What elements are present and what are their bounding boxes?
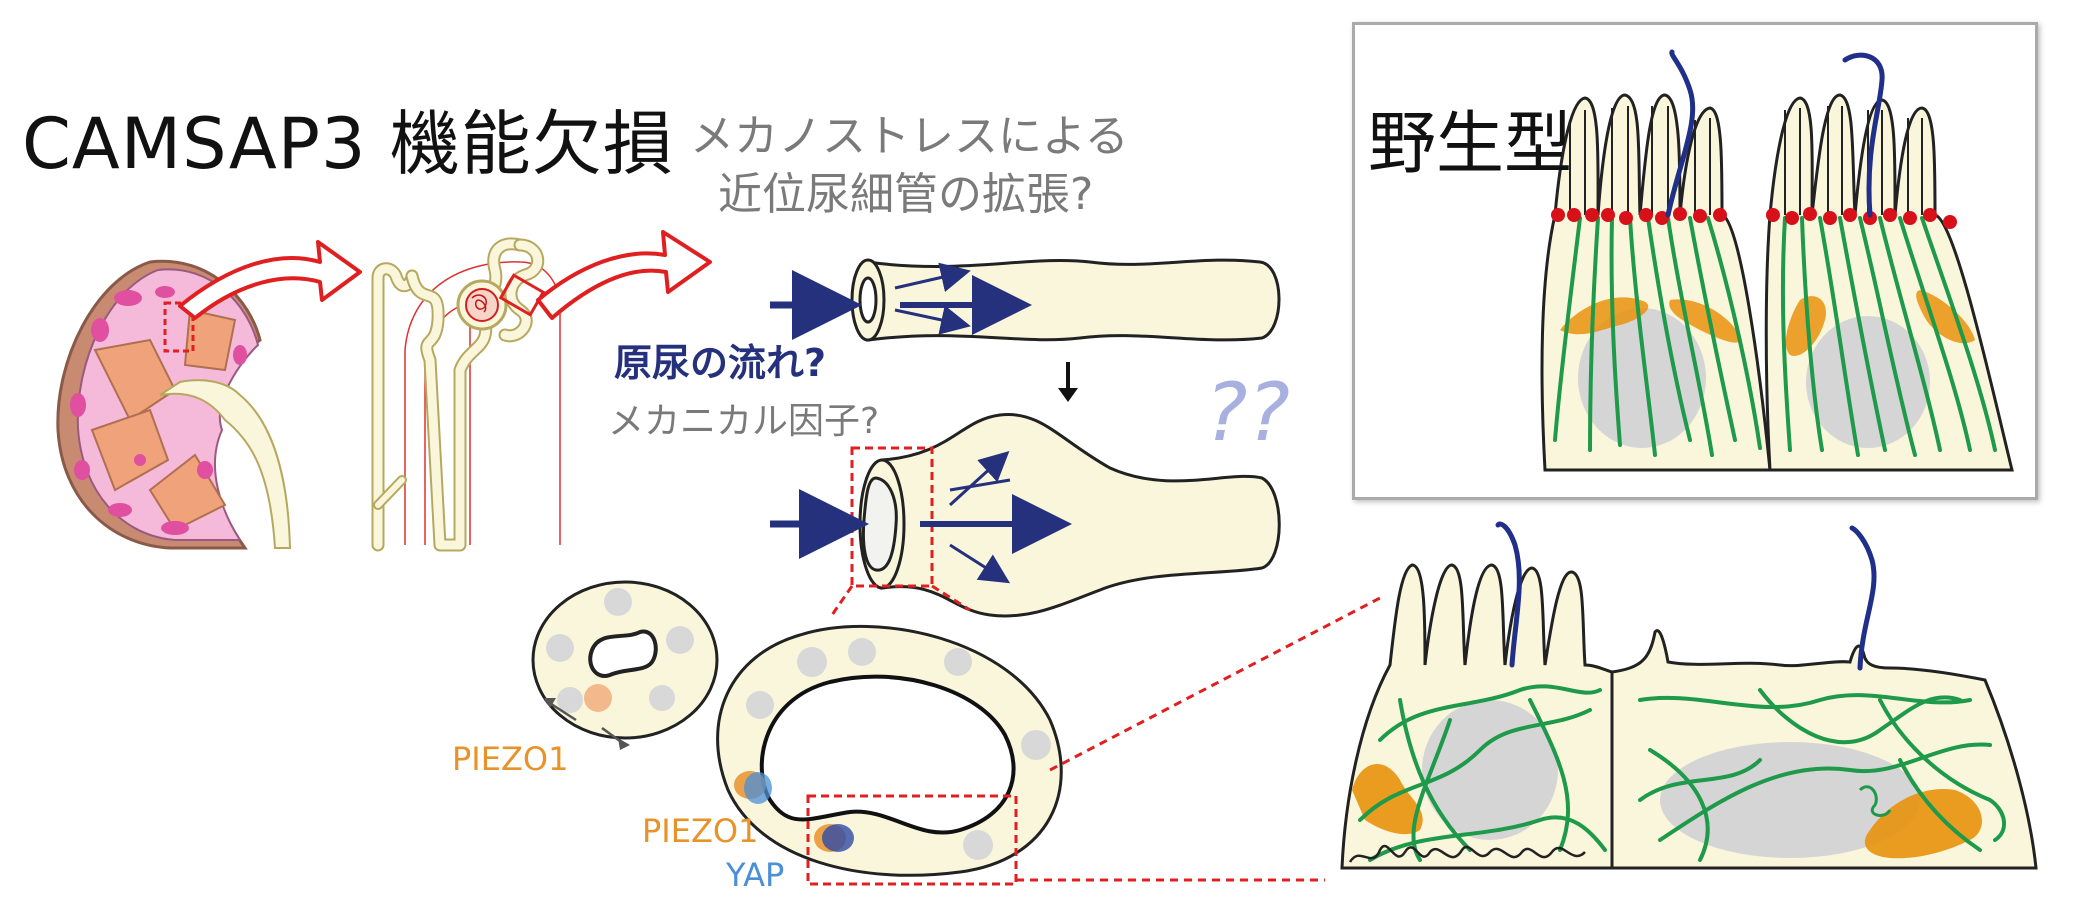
- mechanical-factor-label: メカニカル因子?: [608, 401, 880, 442]
- piezo1-label-small: PIEZO1: [452, 740, 569, 778]
- wildtype-cells: [1540, 49, 2014, 472]
- small-cross-section: [531, 580, 719, 750]
- flow-label: 原尿の流れ?: [614, 341, 827, 385]
- question-marks: ??: [1205, 366, 1290, 459]
- question-line-1: メカノストレスによる: [690, 111, 1129, 162]
- dilated-tubule: [850, 412, 1281, 618]
- mutant-cells: [1340, 521, 2038, 870]
- normal-tubule: [850, 258, 1281, 342]
- wildtype-panel: [1352, 22, 2038, 500]
- kidney-illustration: [56, 259, 292, 550]
- large-cross-section: [716, 624, 1063, 886]
- zoom-arrow-nephron: [536, 230, 712, 320]
- nephron-illustration: [371, 237, 561, 552]
- wildtype-label: 野生型: [1368, 105, 1573, 184]
- page-title: CAMSAP3 機能欠損: [22, 103, 674, 185]
- piezo1-label-large: PIEZO1: [642, 812, 759, 850]
- zoom-arrow-kidney: [178, 240, 362, 320]
- question-line-2: 近位尿細管の拡張?: [718, 169, 1094, 220]
- yap-label: YAP: [726, 856, 785, 894]
